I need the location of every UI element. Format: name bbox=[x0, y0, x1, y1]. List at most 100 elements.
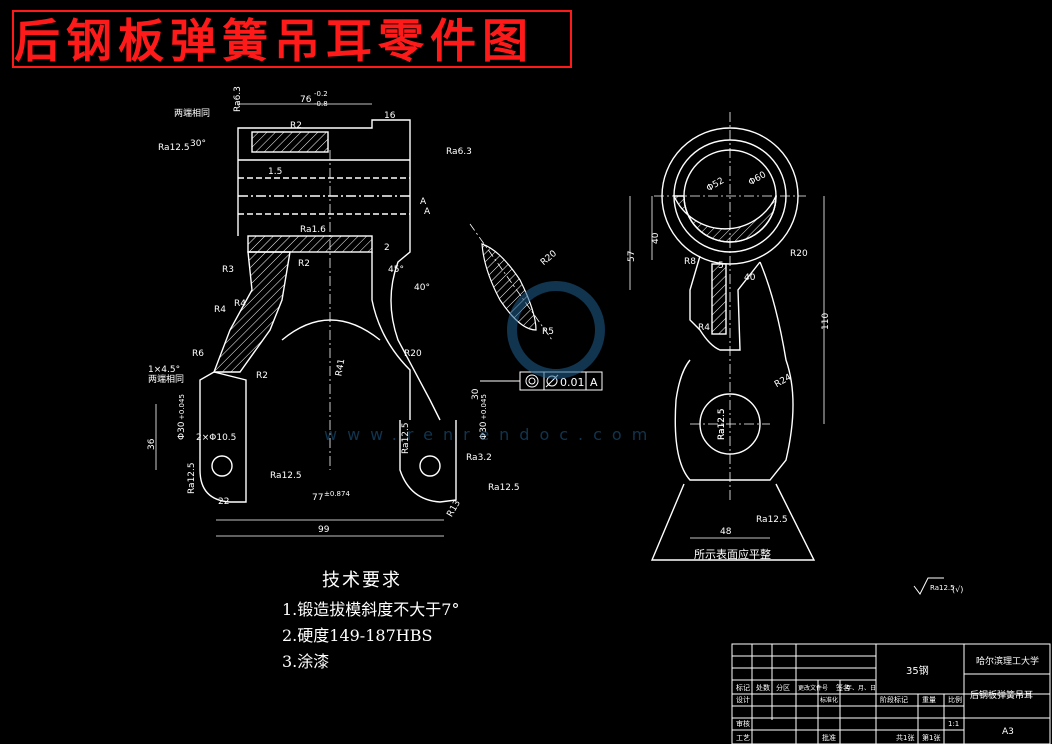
side-note: 所示表面应平整 bbox=[694, 547, 771, 561]
dim-76: 76 bbox=[300, 95, 312, 105]
roughness-5: Ra12.5 bbox=[270, 471, 302, 481]
dim-chamfer: 1×4.5° bbox=[148, 365, 180, 375]
front-view-labels: 两端相同 两端相同 Ra6.3 Ra12.5 Ra6.3 Ra1.6 Ra12.… bbox=[147, 86, 727, 535]
title-frame bbox=[12, 10, 572, 68]
tb-label-weight: 重量 bbox=[922, 696, 936, 704]
dim-r4-side: R4 bbox=[698, 323, 710, 333]
dim-22: 22 bbox=[218, 497, 229, 507]
side-roughness: Ra12.5 bbox=[756, 515, 788, 525]
dim-30deg: 30° bbox=[190, 139, 206, 149]
dim-r2-c: R2 bbox=[256, 371, 268, 381]
dim-40-side: 40 bbox=[744, 273, 756, 283]
requirements-heading: 技术要求 bbox=[322, 570, 402, 591]
roughness-10: Ra12.5 bbox=[488, 483, 520, 493]
tb-sheet: A3 bbox=[1002, 727, 1014, 737]
dim-bolt-holes: 2×Φ10.5 bbox=[196, 433, 236, 443]
side-roughness-2: Ra12.5 bbox=[717, 408, 727, 440]
left-bolt-hole bbox=[211, 455, 233, 477]
title-block bbox=[731, 643, 1051, 744]
requirement-3: 3.涂漆 bbox=[282, 652, 330, 671]
title-block-labels: 35钢 哈尔滨理工大学 后钢板弹簧吊耳 A3 标记 处数 分区 更改文件号 签名… bbox=[736, 655, 1039, 742]
dim-77-tol: ±0.874 bbox=[324, 490, 350, 498]
dim-57: 57 bbox=[627, 251, 637, 262]
dim-r41: R41 bbox=[334, 358, 347, 377]
tb-label-standard: 标准化 bbox=[820, 696, 838, 704]
dim-76-lower: -0.8 bbox=[314, 100, 328, 108]
dim-phi30-left-tol: +0.045 bbox=[178, 394, 186, 420]
roughness-2: Ra12.5 bbox=[158, 143, 190, 153]
dim-r6: R6 bbox=[192, 349, 204, 359]
tb-label-design: 设计 bbox=[736, 695, 750, 704]
watermark: www.renrendoc.com bbox=[324, 281, 657, 444]
tolerance-labels: 0.01 A bbox=[560, 376, 598, 389]
dim-r2-a: R2 bbox=[290, 121, 302, 131]
callout-both-ends-bottom: 两端相同 bbox=[148, 373, 184, 385]
tb-label-mark: 标记 bbox=[736, 683, 750, 692]
watermark-text: www.renrendoc.com bbox=[324, 425, 657, 444]
tb-material: 35钢 bbox=[906, 664, 929, 677]
hatch-eye bbox=[672, 195, 777, 243]
dim-110: 110 bbox=[821, 313, 831, 330]
tb-label-count: 处数 bbox=[756, 683, 770, 692]
callout-both-ends-top: 两端相同 bbox=[174, 107, 210, 119]
dim-r20-side: R20 bbox=[790, 249, 808, 259]
dim-phi30-left: Φ30 bbox=[177, 421, 187, 440]
dim-phi30-right-tol: +0.045 bbox=[480, 394, 488, 420]
section-r20: R20 bbox=[539, 249, 559, 268]
dim-r4-b: R4 bbox=[214, 305, 226, 315]
tolerance-datum: A bbox=[590, 376, 598, 389]
dim-40-vertical: 40 bbox=[651, 232, 661, 244]
dim-99: 99 bbox=[318, 525, 330, 535]
tb-label-approve: 批准 bbox=[822, 733, 836, 742]
section-r5: R5 bbox=[542, 327, 554, 337]
tb-label-change: 更改文件号 bbox=[798, 684, 828, 692]
tb-label-scale: 比例 bbox=[948, 695, 962, 704]
requirement-2: 2.硬度149-187HBS bbox=[282, 626, 433, 645]
roughness-1: Ra6.3 bbox=[233, 86, 243, 112]
dim-r3: R3 bbox=[222, 265, 234, 275]
dim-2: 2 bbox=[384, 243, 390, 253]
side-view bbox=[629, 112, 825, 561]
hatch-left-arm bbox=[212, 251, 291, 373]
dim-30: 30 bbox=[471, 388, 481, 400]
dim-phi30-right: Φ30 bbox=[479, 421, 489, 440]
hatch-web bbox=[711, 263, 727, 335]
front-view bbox=[155, 103, 457, 537]
global-roughness-value: Ra12.5 bbox=[930, 584, 955, 592]
drawing-title: 后钢板弹簧吊耳零件图 bbox=[14, 14, 534, 68]
hatch-top bbox=[251, 131, 329, 153]
roughness-7: Ra12.5 bbox=[401, 422, 411, 454]
tb-scale-value: 1:1 bbox=[948, 720, 959, 728]
dim-48: 48 bbox=[720, 527, 732, 537]
tb-label-sheet: 第1张 bbox=[922, 733, 940, 742]
tb-label-zone: 分区 bbox=[776, 683, 790, 692]
dim-1-5: 1.5 bbox=[268, 167, 282, 177]
roughness-3: Ra6.3 bbox=[446, 147, 472, 157]
roughness-4: Ra1.6 bbox=[300, 225, 326, 235]
dim-36: 36 bbox=[147, 438, 157, 450]
tb-school: 哈尔滨理工大学 bbox=[976, 655, 1039, 667]
roughness-6: Ra12.5 bbox=[187, 462, 197, 494]
tb-label-review: 审核 bbox=[736, 719, 750, 728]
roughness-9: Ra3.2 bbox=[466, 453, 492, 463]
dim-phi60: Φ60 bbox=[747, 170, 768, 188]
dim-r20: R20 bbox=[404, 349, 422, 359]
tb-label-date: 年、月、日 bbox=[846, 684, 876, 692]
dim-phi52: Φ52 bbox=[705, 176, 726, 194]
dim-77: 77 bbox=[312, 493, 323, 503]
dim-40deg: 40° bbox=[414, 283, 430, 293]
global-roughness: Ra12.5 (√) bbox=[913, 577, 963, 595]
hatch-mid bbox=[247, 235, 373, 253]
global-roughness-paren: (√) bbox=[952, 585, 963, 594]
side-view-labels: Φ52 Φ60 R20 R8 5 40 57 40 R4 110 R24 Ra1… bbox=[627, 170, 831, 561]
dim-r8: R8 bbox=[684, 257, 696, 267]
dim-r2-b: R2 bbox=[298, 259, 310, 269]
tb-label-stage: 阶段标记 bbox=[880, 695, 908, 704]
tb-label-process: 工艺 bbox=[736, 734, 750, 742]
dim-16: 16 bbox=[384, 111, 396, 121]
dim-45deg: 45° bbox=[388, 265, 404, 275]
dim-76-upper: -0.2 bbox=[314, 90, 328, 98]
section-mark-a2: A bbox=[420, 197, 427, 207]
right-bolt-hole bbox=[419, 455, 441, 477]
